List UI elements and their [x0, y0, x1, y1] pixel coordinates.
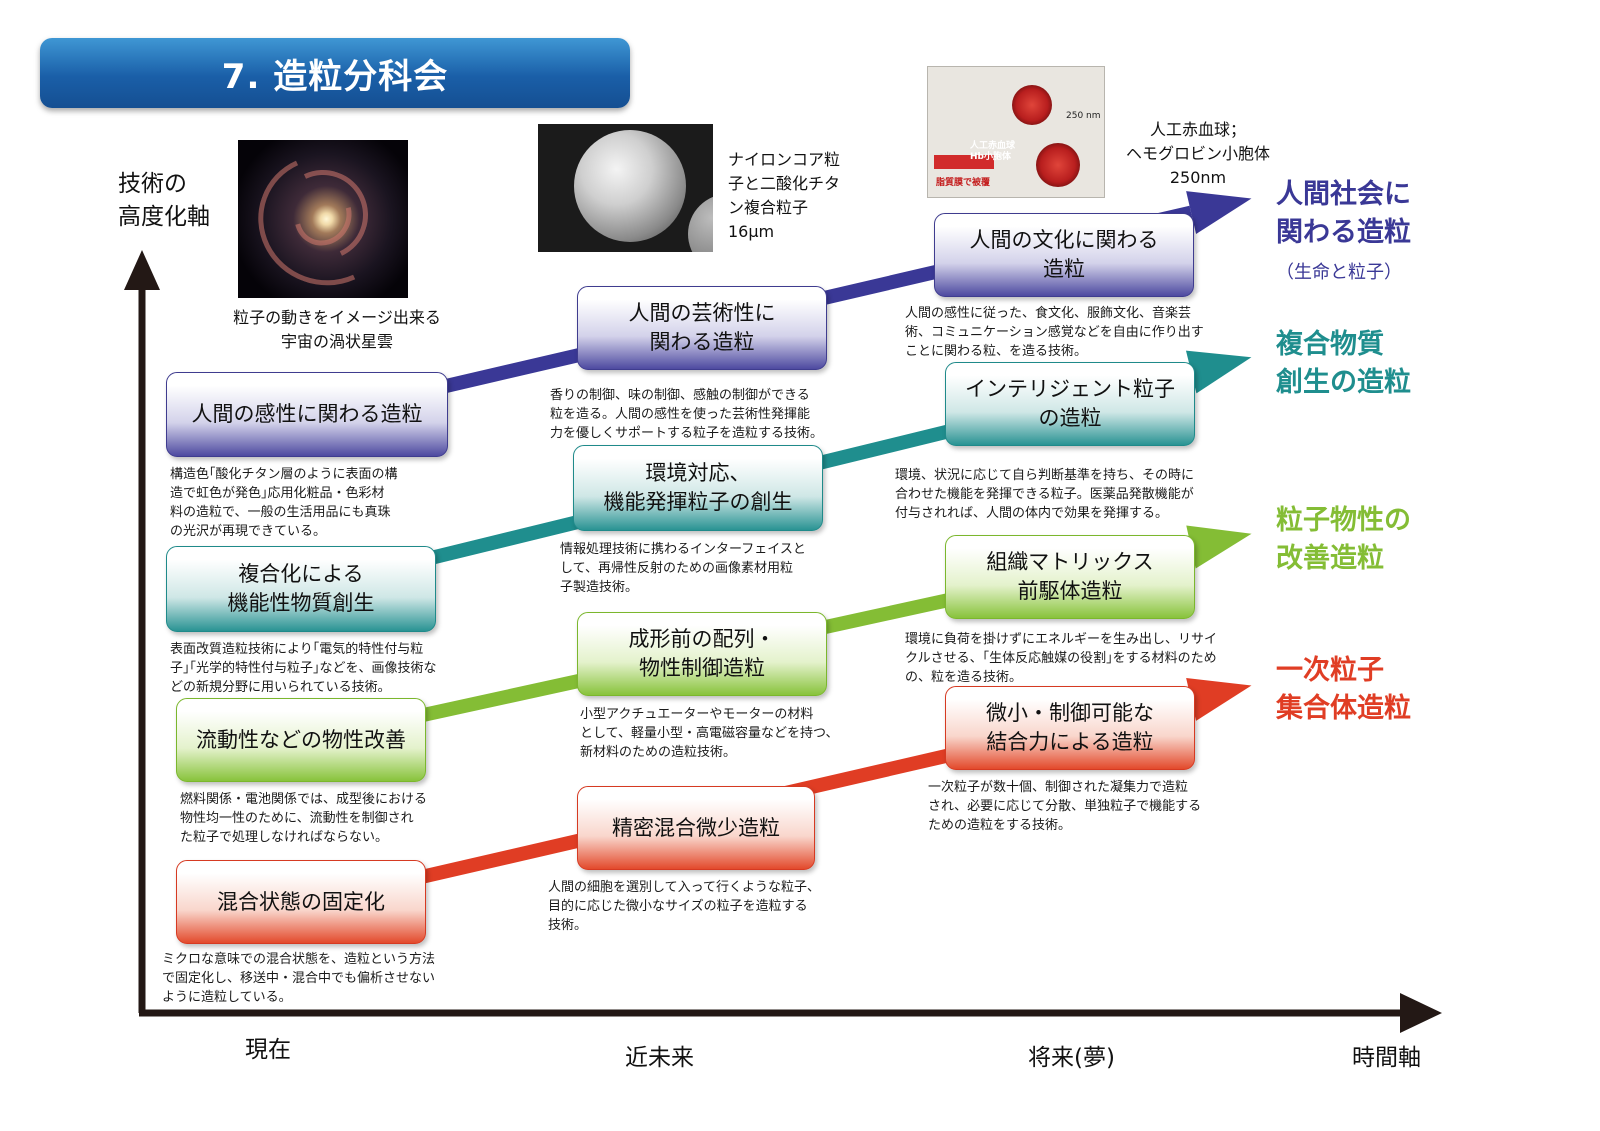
rbc-scale-label: 250 nm: [1066, 111, 1101, 121]
stage-box-intelligent: インテリジェント粒子 の造粒: [945, 362, 1195, 446]
rbc-membrane-label: 脂質膜で被覆: [936, 178, 991, 188]
stage-desc-intelligent: 環境、状況に応じて自ら判断基準を持ち、その時に 合わせた機能を発揮できる粒子。医…: [895, 468, 1195, 521]
category-composite-material: 複合物質 創生の造粒: [1276, 329, 1411, 398]
red-arrow-icon: [934, 155, 994, 169]
stage-box-fixation: 混合状態の固定化: [176, 860, 426, 944]
galaxy-caption: 粒子の動きをイメージ出来る 宇宙の渦状星雲: [233, 308, 441, 351]
stage-desc-human-sensibility: 構造色｢酸化チタン層のように表面の構 造で虹色が発色｣応用化粧品・色彩材 料の造…: [170, 467, 398, 539]
stage-box-matrix: 組織マトリックス 前駆体造粒: [945, 535, 1195, 619]
nylon-caption: ナイロンコア粒 子と二酸化チタ ン複合粒子 16μm: [728, 150, 841, 241]
category-human-society-sub: （生命と粒子）: [1276, 262, 1402, 283]
stage-desc-fluidity: 燃料関係・電池関係では、成型後における 物性均一性のために、流動性を制御され た…: [180, 792, 428, 845]
artificial-red-blood-cell-photo: 250 nm 人工赤血球 Hb小胞体 脂質膜で被覆: [927, 66, 1105, 198]
stage-desc-environment: 情報処理技術に携わるインターフェイスと して、再帰性反射のための画像素材用粒 子…: [560, 542, 806, 595]
stage-desc-human-art: 香りの制御、味の制御、感触の制御ができる 粒を造る。人間の感性を使った芸術性発揮…: [550, 388, 824, 441]
category-human-society: 人間社会に 関わる造粒: [1276, 179, 1411, 248]
time-label-near-future: 近未来: [625, 1045, 694, 1071]
stage-box-environment: 環境対応、 機能発揮粒子の創生: [573, 445, 823, 531]
time-label-future: 将来(夢): [1028, 1045, 1115, 1071]
stage-box-human-sensibility: 人間の感性に関わる造粒: [166, 372, 448, 457]
stage-desc-alignment: 小型アクチュエーターやモーターの材料 として、軽量小型・高電磁容量などを持つ、 …: [580, 707, 839, 760]
stage-box-precision-mixing: 精密混合微少造粒: [577, 786, 815, 870]
stage-box-human-culture: 人間の文化に関わる 造粒: [934, 213, 1194, 297]
stage-desc-controlled-binding: 一次粒子が数十個、制御された凝集力で造粒 され、必要に応じて分散、単独粒子で機能…: [928, 780, 1202, 833]
stage-desc-composite: 表面改質造粒技術により｢電気的特性付与粒 子｣｢光学的特性付与粒子｣などを、画像…: [170, 642, 437, 695]
page-title: 7. 造粒分科会: [40, 38, 630, 108]
progress-arrow-purple-head: [1186, 191, 1252, 234]
rbc-caption: 人工赤血球； ヘモグロビン小胞体 250nm: [1125, 120, 1270, 187]
sem-particle-photo: [538, 124, 713, 252]
progress-arrow-teal-head: [1185, 350, 1252, 394]
stage-box-composite: 複合化による 機能性物質創生: [166, 546, 436, 632]
spiral-galaxy-photo: [238, 140, 408, 298]
category-primary-particle: 一次粒子 集合体造粒: [1276, 655, 1411, 724]
progress-arrow-green-head: [1186, 525, 1252, 569]
stage-desc-human-culture: 人間の感性に従った、食文化、服飾文化、音楽芸 術、コミュニケーション感覚などを自…: [905, 306, 1204, 359]
stage-desc-precision-mixing: 人間の細胞を選別して入って行くような粒子、 目的に応じた微小なサイズの粒子を造粒…: [548, 880, 820, 933]
time-label-present: 現在: [245, 1037, 291, 1063]
stage-box-alignment: 成形前の配列・ 物性制御造粒: [577, 612, 827, 696]
x-axis-arrowhead: [1400, 993, 1442, 1033]
stage-box-controlled-binding: 微小・制御可能な 結合力による造粒: [945, 686, 1195, 770]
progress-arrow-red-head: [1186, 678, 1252, 721]
stage-box-fluidity: 流動性などの物性改善: [176, 698, 426, 782]
category-particle-property: 粒子物性の 改善造粒: [1276, 505, 1411, 574]
y-axis-arrowhead: [124, 250, 160, 290]
stage-desc-fixation: ミクロな意味での混合状態を、造粒という方法 で固定化し、移送中・混合中でも偏析さ…: [162, 952, 436, 1005]
y-axis-label: 技術の 高度化軸: [118, 171, 210, 230]
rbc-inner-label: 人工赤血球 Hb小胞体: [970, 141, 1016, 162]
stage-desc-matrix: 環境に負荷を掛けずにエネルギーを生み出し、リサイ クルさせる、｢生体反応触媒の役…: [905, 632, 1218, 685]
stage-box-human-art: 人間の芸術性に 関わる造粒: [577, 286, 827, 370]
x-axis-label: 時間軸: [1352, 1045, 1421, 1071]
